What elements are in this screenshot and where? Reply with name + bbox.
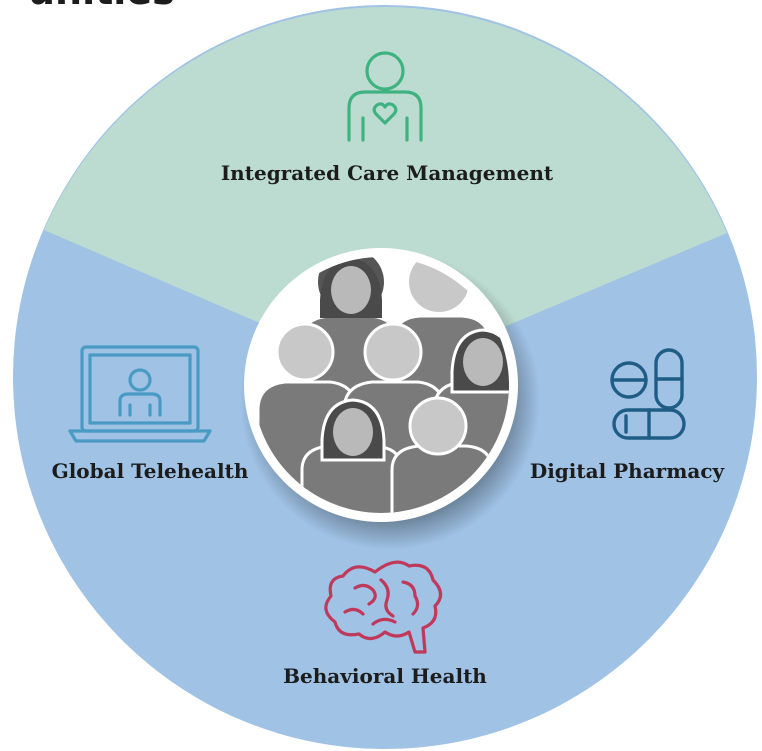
pills-icon bbox=[610, 348, 686, 440]
page-title: unities bbox=[28, 0, 175, 13]
segment-label-telehealth: Global Telehealth bbox=[52, 459, 249, 483]
segment-integrated-care bbox=[44, 7, 727, 378]
person-heart-icon bbox=[347, 51, 423, 142]
segment-label-behavioral: Behavioral Health bbox=[283, 664, 487, 688]
brain-icon bbox=[324, 560, 443, 654]
people-group-icon bbox=[253, 257, 509, 513]
laptop-person-icon bbox=[68, 345, 212, 443]
segment-label-pharmacy: Digital Pharmacy bbox=[530, 459, 726, 483]
segment-label-integrated-care: Integrated Care Management bbox=[221, 161, 554, 185]
